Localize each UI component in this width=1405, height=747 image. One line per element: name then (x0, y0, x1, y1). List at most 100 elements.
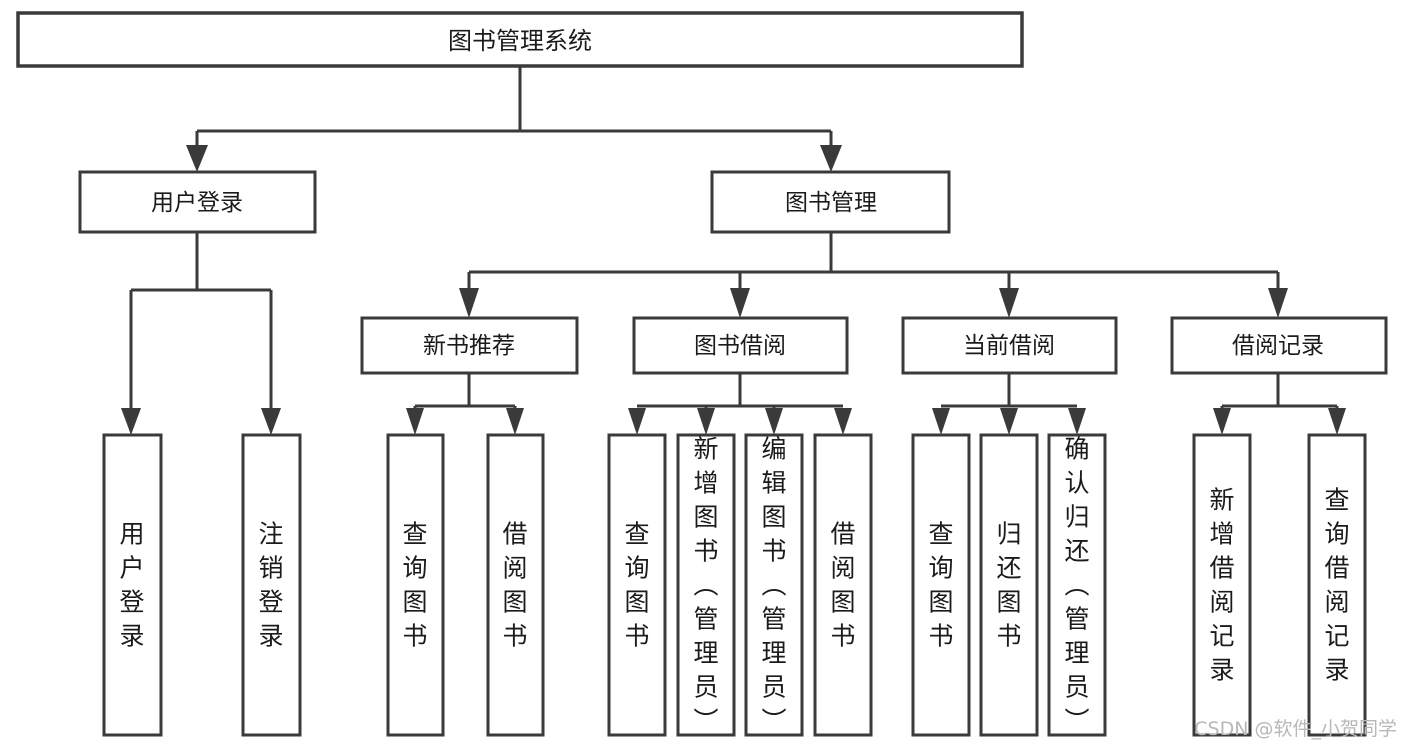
leaf-label-char: 增 (1209, 520, 1234, 549)
leaf-label-char: 借 (830, 520, 855, 549)
node-leaf-4-box[interactable] (486, 433, 545, 737)
node-leaf-13-box[interactable] (1307, 433, 1367, 737)
leaf-label-char: 新 (1209, 486, 1234, 515)
leaf-label-char: 借 (1209, 554, 1234, 583)
node-bookmgmt[interactable]: 图书管理 (710, 170, 951, 234)
leaf-label-char: 销 (258, 554, 283, 583)
arrow-head-icon (459, 288, 479, 318)
node-current-label: 当前借阅 (963, 333, 1055, 359)
leaf-label-char: 借 (1324, 554, 1349, 583)
leaf-label-char: 图 (624, 588, 649, 617)
leaf-label-char: 询 (624, 554, 649, 583)
arrow-head-icon (261, 408, 281, 435)
leaf-label-char: 录 (258, 622, 283, 651)
leaf-label-char: 注 (258, 520, 283, 549)
leaf-label-char: 理 (1064, 639, 1089, 668)
leaf-label-char: 查 (402, 520, 427, 549)
node-records[interactable]: 借阅记录 (1170, 316, 1388, 375)
node-leaf-8-box[interactable] (813, 433, 873, 737)
leaf-label-char: 录 (1324, 656, 1349, 685)
node-leaf-1-box[interactable] (102, 433, 163, 737)
node-leaf-9-box[interactable] (911, 433, 971, 737)
node-leaf-5-box[interactable] (607, 433, 667, 737)
arrow-head-icon (406, 408, 424, 435)
leaf-label-char: 书 (693, 537, 718, 566)
leaf-label-char: 阅 (1209, 588, 1234, 617)
leaf-label-char: 书 (928, 622, 953, 651)
leaf-label-char: 查 (928, 520, 953, 549)
leaf-label-char: 询 (402, 554, 427, 583)
watermark-label: CSDN @软件_小贺同学 (1194, 718, 1397, 740)
leaf-label-char: 理 (693, 639, 718, 668)
node-login[interactable]: 用户登录 (78, 170, 317, 234)
node-root-label: 图书管理系统 (448, 27, 592, 55)
leaf-label-char: 借 (502, 520, 527, 549)
node-leaf-11-box[interactable] (1047, 433, 1107, 737)
leaf-label-char: 图 (996, 588, 1021, 617)
leaf-label-char: 归 (996, 520, 1021, 549)
leaf-label-char: 管 (761, 605, 786, 634)
node-leaf-12-box[interactable] (1192, 433, 1252, 737)
leaf-label-char: 阅 (830, 554, 855, 583)
leaf-label-char: 认 (1064, 469, 1089, 498)
node-records-box[interactable] (1170, 316, 1388, 375)
arrow-head-icon (932, 408, 950, 435)
leaf-label-char: 还 (996, 554, 1021, 583)
arrow-head-icon (186, 145, 208, 172)
node-root[interactable]: 图书管理系统 (16, 11, 1024, 68)
leaf-label-char: 户 (119, 554, 144, 583)
leaf-label-char: ︵ (1064, 571, 1089, 600)
node-current-box[interactable] (901, 316, 1118, 375)
node-newbook[interactable]: 新书推荐 (360, 316, 579, 375)
arrow-head-icon (765, 408, 783, 435)
arrow-head-icon (834, 408, 852, 435)
node-current[interactable]: 当前借阅 (901, 316, 1118, 375)
node-root-box[interactable] (16, 11, 1024, 68)
leaf-label-char: 询 (928, 554, 953, 583)
node-newbook-box[interactable] (360, 316, 579, 375)
node-leaf-3-box[interactable] (386, 433, 445, 737)
node-records-label: 借阅记录 (1232, 333, 1324, 359)
leaf-label-char: 书 (996, 622, 1021, 651)
leaf-label-char: 增 (693, 469, 718, 498)
node-leaf-2-box[interactable] (241, 433, 302, 737)
node-leaf-7-box[interactable] (744, 433, 804, 737)
leaf-label-char: 确 (1064, 435, 1089, 464)
leaf-label-char: 查 (1324, 486, 1349, 515)
leaf-label-char: 员 (693, 673, 718, 702)
leaf-label-char: 记 (1209, 622, 1234, 651)
node-login-box[interactable] (78, 170, 317, 234)
node-borrow-box[interactable] (632, 316, 849, 375)
node-leaf-10-box[interactable] (979, 433, 1039, 737)
leaf-label-char: 录 (1209, 656, 1234, 685)
arrow-head-icon (1068, 408, 1086, 435)
leaf-label-char: 员 (761, 673, 786, 702)
node-leaf-6-box[interactable] (676, 433, 736, 737)
node-leaf-1[interactable]: 用户登录 (102, 433, 163, 737)
arrow-head-icon (999, 288, 1019, 318)
node-borrow[interactable]: 图书借阅 (632, 316, 849, 375)
leaf-label-char: 员 (1064, 673, 1089, 702)
node-bookmgmt-box[interactable] (710, 170, 951, 234)
arrow-head-icon (1000, 408, 1018, 435)
